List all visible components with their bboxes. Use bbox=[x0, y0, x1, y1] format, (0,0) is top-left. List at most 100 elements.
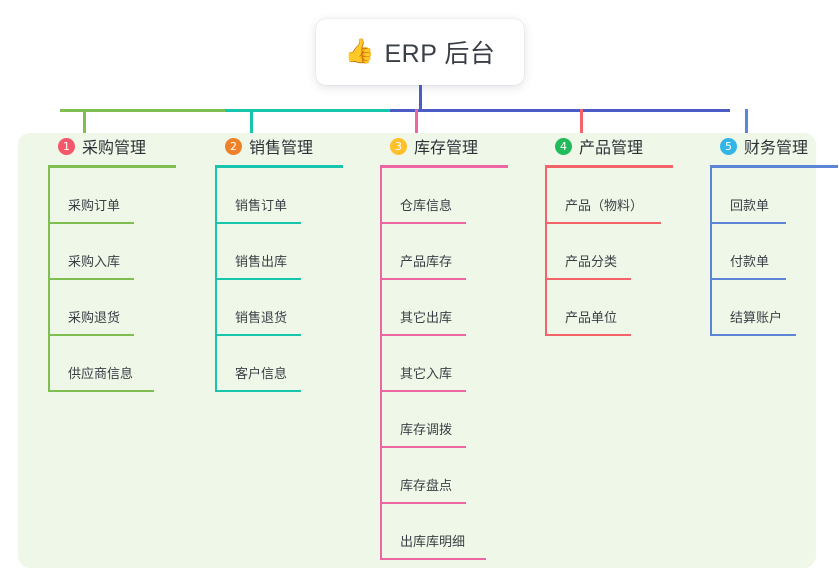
menu-item-label: 销售订单 bbox=[235, 198, 288, 213]
menu-item-rule bbox=[215, 278, 301, 280]
menu-item[interactable]: 仓库信息 bbox=[370, 168, 508, 224]
menu-item-label: 客户信息 bbox=[235, 366, 288, 381]
menu-item[interactable]: 供应商信息 bbox=[38, 336, 176, 392]
column-purchase-management: 1 采购管理采购订单采购入库采购退货供应商信息 bbox=[38, 133, 176, 392]
column-items-sales-management: 销售订单销售出库销售退货客户信息 bbox=[205, 168, 343, 392]
column-title-sales-management: 销售管理 bbox=[249, 140, 314, 157]
page-title: ERP 后台 bbox=[384, 40, 496, 68]
column-title-purchase-management: 采购管理 bbox=[82, 140, 147, 157]
menu-item-rule bbox=[380, 558, 486, 560]
menu-item[interactable]: 库存调拨 bbox=[370, 392, 508, 448]
menu-item-label: 付款单 bbox=[730, 254, 770, 269]
column-spine-purchase-management bbox=[48, 168, 50, 392]
menu-item-rule bbox=[380, 502, 466, 504]
menu-item[interactable]: 采购退货 bbox=[38, 280, 176, 336]
column-badge-product-management: 4 bbox=[555, 137, 572, 155]
menu-item-label: 出库库明细 bbox=[400, 534, 466, 549]
menu-item[interactable]: 销售出库 bbox=[205, 224, 343, 280]
menu-item[interactable]: 结算账户 bbox=[700, 280, 838, 336]
menu-item-label: 采购订单 bbox=[68, 198, 121, 213]
menu-item-rule bbox=[710, 222, 786, 224]
bus-segment-2 bbox=[225, 109, 390, 112]
column-badge-inventory-management: 3 bbox=[390, 137, 407, 155]
menu-item-rule bbox=[215, 334, 301, 336]
column-header-rule-finance-management bbox=[710, 165, 838, 168]
menu-item[interactable]: 采购订单 bbox=[38, 168, 176, 224]
bus-segment-1 bbox=[60, 109, 225, 112]
column-header-rule-purchase-management bbox=[48, 165, 176, 168]
menu-item[interactable]: 库存盘点 bbox=[370, 448, 508, 504]
drop-connector-product-management bbox=[580, 109, 583, 146]
menu-item[interactable]: 产品单位 bbox=[535, 280, 673, 336]
column-items-inventory-management: 仓库信息产品库存其它出库其它入库库存调拨库存盘点出库库明细 bbox=[370, 168, 508, 560]
menu-item-label: 回款单 bbox=[730, 198, 770, 213]
column-sales-management: 2 销售管理销售订单销售出库销售退货客户信息 bbox=[205, 133, 343, 392]
column-items-product-management: 产品（物料） 产品分类产品单位 bbox=[535, 168, 673, 336]
menu-item-rule bbox=[48, 222, 134, 224]
column-header-rule-inventory-management bbox=[380, 165, 508, 168]
menu-item-rule bbox=[48, 390, 154, 392]
bus-segment-3 bbox=[390, 109, 730, 112]
column-items-purchase-management: 采购订单采购入库采购退货供应商信息 bbox=[38, 168, 176, 392]
menu-item[interactable]: 采购入库 bbox=[38, 224, 176, 280]
menu-item-rule bbox=[380, 390, 466, 392]
menu-item[interactable]: 出库库明细 bbox=[370, 504, 508, 560]
menu-item-rule bbox=[380, 334, 466, 336]
menu-item[interactable]: 产品库存 bbox=[370, 224, 508, 280]
menu-item-rule bbox=[710, 334, 796, 336]
menu-item[interactable]: 回款单 bbox=[700, 168, 838, 224]
menu-item[interactable]: 其它入库 bbox=[370, 336, 508, 392]
menu-item-label: 采购入库 bbox=[68, 254, 121, 269]
column-header-inventory-management[interactable]: 3 库存管理 bbox=[370, 133, 508, 159]
menu-item[interactable]: 付款单 bbox=[700, 224, 838, 280]
column-badge-finance-management: 5 bbox=[720, 137, 737, 155]
column-header-rule-product-management bbox=[545, 165, 673, 168]
column-spine-product-management bbox=[545, 168, 547, 336]
menu-item-rule bbox=[48, 334, 134, 336]
menu-item-label: 结算账户 bbox=[730, 310, 783, 325]
menu-item-rule bbox=[545, 334, 631, 336]
menu-item-label: 其它出库 bbox=[400, 310, 453, 325]
menu-item[interactable]: 产品（物料） bbox=[535, 168, 673, 224]
column-product-management: 4 产品管理产品（物料） 产品分类产品单位 bbox=[535, 133, 673, 336]
menu-item-rule bbox=[48, 278, 134, 280]
menu-item-rule bbox=[545, 278, 631, 280]
menu-item-label: 产品单位 bbox=[565, 310, 618, 325]
diagram-panel: 1 采购管理采购订单采购入库采购退货供应商信息 2 销售管理销售订单销售出库销售退货客… bbox=[18, 133, 838, 568]
menu-item-label: 库存调拨 bbox=[400, 422, 453, 437]
menu-item-label: 采购退货 bbox=[68, 310, 121, 325]
column-title-product-management: 产品管理 bbox=[579, 140, 644, 157]
menu-item[interactable]: 客户信息 bbox=[205, 336, 343, 392]
column-badge-sales-management: 2 bbox=[225, 137, 242, 155]
menu-item-label: 仓库信息 bbox=[400, 198, 453, 213]
menu-item[interactable]: 产品分类 bbox=[535, 224, 673, 280]
menu-item-rule bbox=[545, 222, 661, 224]
trunk-connector bbox=[419, 85, 422, 109]
menu-item-rule bbox=[215, 222, 301, 224]
column-header-product-management[interactable]: 4 产品管理 bbox=[535, 133, 673, 159]
drop-connector-inventory-management bbox=[415, 109, 418, 146]
drop-connector-finance-management bbox=[745, 109, 748, 146]
menu-item-label: 其它入库 bbox=[400, 366, 453, 381]
menu-item-label: 销售退货 bbox=[235, 310, 288, 325]
column-header-rule-sales-management bbox=[215, 165, 343, 168]
menu-item-label: 库存盘点 bbox=[400, 478, 453, 493]
menu-item-label: 供应商信息 bbox=[68, 366, 134, 381]
menu-item-label: 产品分类 bbox=[565, 254, 618, 269]
drop-connector-sales-management bbox=[250, 109, 253, 146]
column-inventory-management: 3 库存管理仓库信息产品库存其它出库其它入库库存调拨库存盘点出库库明细 bbox=[370, 133, 508, 560]
menu-item[interactable]: 销售退货 bbox=[205, 280, 343, 336]
column-header-purchase-management[interactable]: 1 采购管理 bbox=[38, 133, 176, 159]
menu-item-rule bbox=[215, 390, 301, 392]
column-badge-purchase-management: 1 bbox=[58, 137, 75, 155]
menu-item-rule bbox=[380, 222, 466, 224]
menu-item-rule bbox=[710, 278, 786, 280]
menu-item-label: 产品（物料） bbox=[565, 198, 644, 213]
column-title-inventory-management: 库存管理 bbox=[414, 140, 479, 157]
menu-item[interactable]: 其它出库 bbox=[370, 280, 508, 336]
column-header-sales-management[interactable]: 2 销售管理 bbox=[205, 133, 343, 159]
menu-item[interactable]: 销售订单 bbox=[205, 168, 343, 224]
